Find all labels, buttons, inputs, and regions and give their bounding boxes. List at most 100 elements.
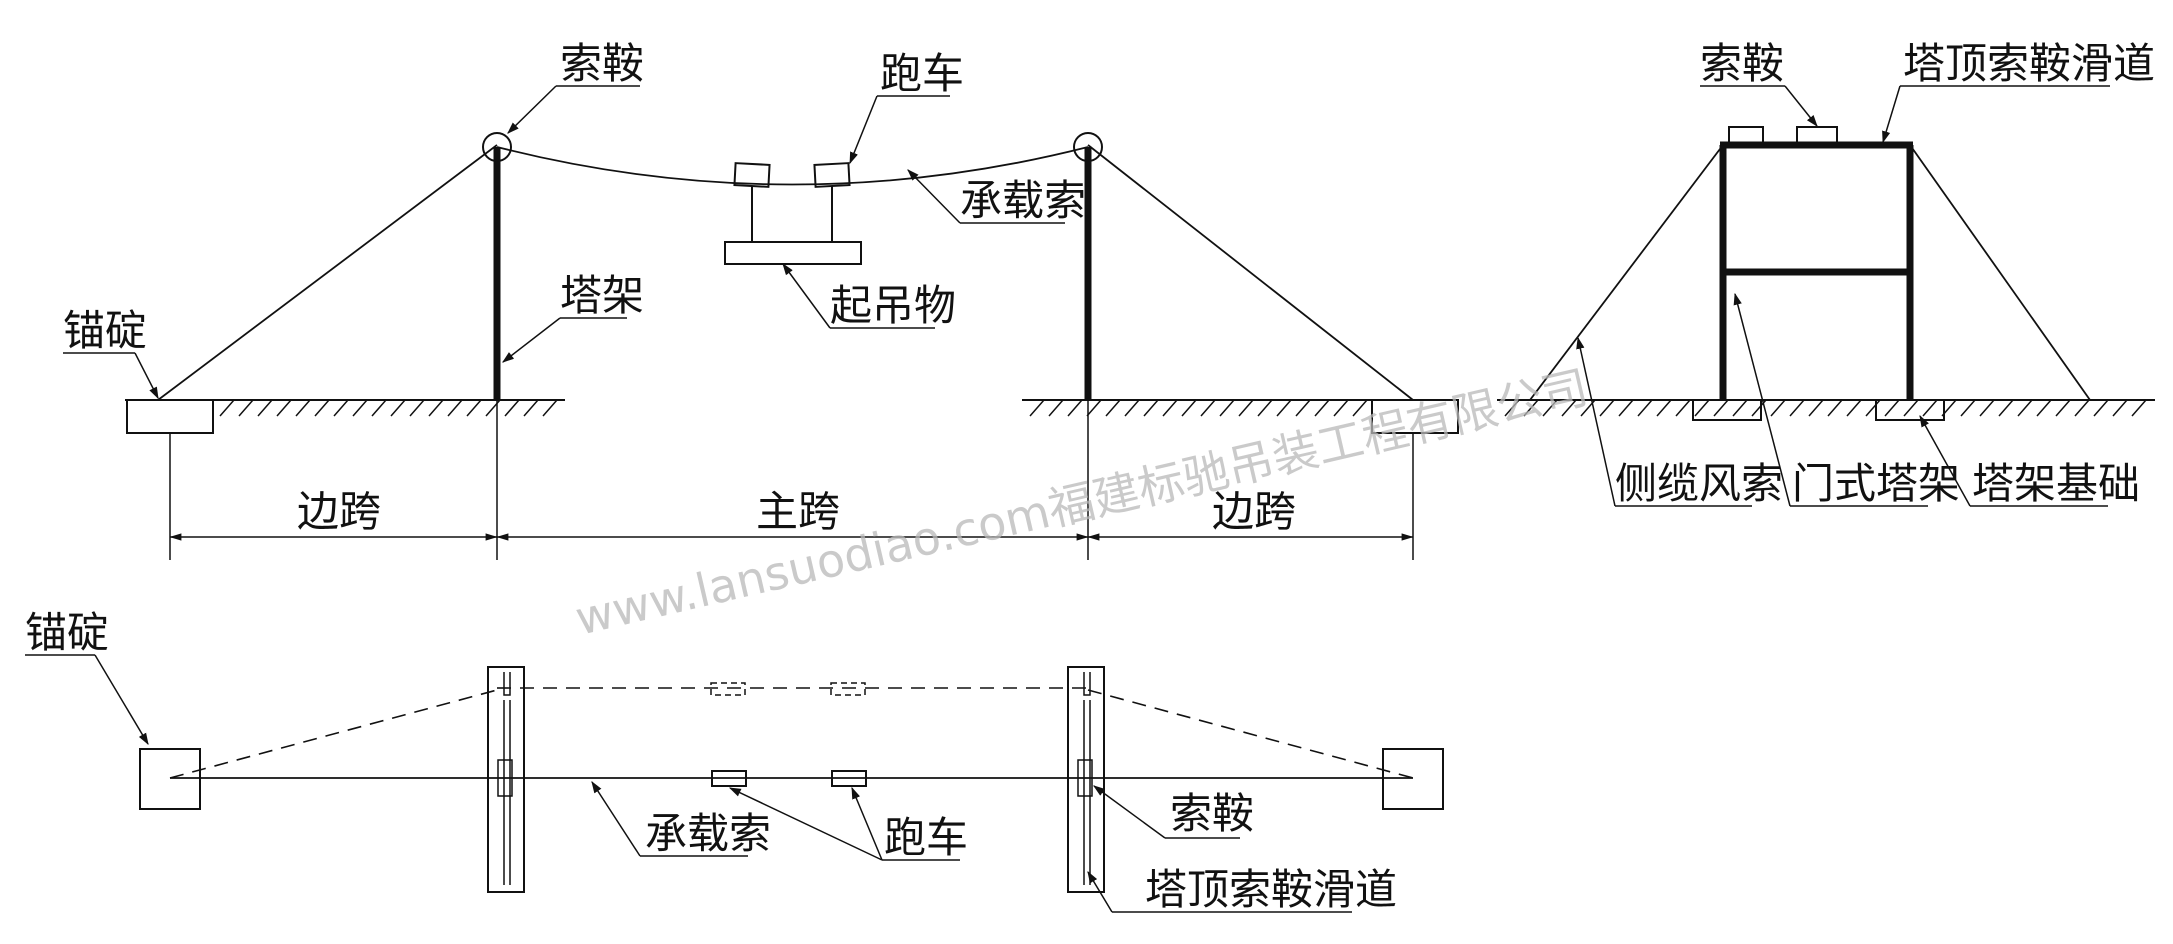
ground-hatch-mark bbox=[1789, 399, 1805, 417]
ground-hatch-mark bbox=[2112, 399, 2128, 417]
ground-hatch-mark bbox=[1637, 399, 1653, 417]
label-saddle-plan: 索鞍 bbox=[1170, 789, 1254, 838]
ground-hatch-mark bbox=[1181, 399, 1197, 417]
label-bearing-cable-elevation: 承载索 bbox=[960, 176, 1086, 225]
ground-hatch-mark bbox=[1922, 399, 1938, 417]
label-saddle-slide-plan: 塔顶索鞍滑道 bbox=[1145, 865, 1397, 914]
trolley-right bbox=[813, 162, 851, 188]
ground-hatch-mark bbox=[1238, 399, 1254, 417]
plan-trolley-left bbox=[711, 770, 747, 787]
bearing-cable bbox=[496, 146, 1089, 186]
ground-hatch-mark bbox=[295, 399, 311, 417]
ground-hatch-mark bbox=[1979, 399, 1995, 417]
saddle-circle-left bbox=[482, 132, 512, 162]
ground-hatch-mark bbox=[1998, 399, 2014, 417]
ground-hatch-mark bbox=[1333, 399, 1349, 417]
ground-hatch-mark bbox=[352, 399, 368, 417]
ground-hatch-mark bbox=[1257, 399, 1273, 417]
ground-hatch-mark bbox=[314, 399, 330, 417]
ground-left bbox=[125, 399, 565, 417]
label-load-elevation: 起吊物 bbox=[830, 281, 956, 330]
ground-hatch-mark bbox=[2093, 399, 2109, 417]
ground-hatch-mark bbox=[1903, 399, 1919, 417]
ground-hatch-mark bbox=[1314, 399, 1330, 417]
ground-right bbox=[1022, 399, 1455, 417]
ground-hatch-mark bbox=[1086, 399, 1102, 417]
ground-hatch-mark bbox=[1143, 399, 1159, 417]
label-portal-tower-side: 门式塔架 bbox=[1792, 459, 1960, 508]
ground-hatch-mark bbox=[1675, 399, 1691, 417]
ground-hatch-mark bbox=[1162, 399, 1178, 417]
ground-hatch-mark bbox=[409, 399, 425, 417]
ground-hatch-mark bbox=[1048, 399, 1064, 417]
ground-hatch-mark bbox=[542, 399, 558, 417]
plan-view: 锚碇 承载索 跑车 索鞍 塔顶索鞍滑道 bbox=[25, 608, 1444, 914]
ground-hatch-mark bbox=[428, 399, 444, 417]
label-foundation-side: 塔架基础 bbox=[1972, 459, 2140, 508]
ground-hatch-mark bbox=[2131, 399, 2147, 417]
saddle-circle-right bbox=[1073, 132, 1103, 162]
side-view: 索鞍 塔顶索鞍滑道 侧缆风索 门式塔架 塔架基础 bbox=[1497, 39, 2155, 508]
backstay-left bbox=[157, 144, 498, 401]
ground-hatch-mark bbox=[1029, 399, 1045, 417]
label-trolley-plan: 跑车 bbox=[884, 813, 968, 862]
ground-hatch-mark bbox=[523, 399, 539, 417]
label-bearing-cable-plan: 承载索 bbox=[645, 809, 771, 858]
ground-hatch-mark bbox=[1352, 399, 1368, 417]
label-trolley-elevation: 跑车 bbox=[880, 49, 964, 98]
label-saddle-elevation: 索鞍 bbox=[560, 39, 644, 88]
plan-dashed-projection bbox=[169, 687, 1414, 779]
ground-hatch-mark bbox=[2055, 399, 2071, 417]
ground-hatch-mark bbox=[1827, 399, 1843, 417]
ground-hatch-mark bbox=[1884, 399, 1900, 417]
ground-hatch-mark bbox=[2017, 399, 2033, 417]
ground-hatch-mark bbox=[257, 399, 273, 417]
ground-hatch-mark bbox=[333, 399, 349, 417]
label-main-span: 主跨 bbox=[756, 487, 840, 536]
ground-hatch-mark bbox=[1105, 399, 1121, 417]
ground-hatch-mark bbox=[1295, 399, 1311, 417]
ground-hatch-mark bbox=[1808, 399, 1824, 417]
ground-hatch-mark bbox=[219, 399, 235, 417]
ground-hatch-mark bbox=[2036, 399, 2052, 417]
ground-hatch-mark bbox=[447, 399, 463, 417]
plan-dashed-trolleys bbox=[710, 682, 866, 696]
ground-hatch-mark bbox=[1713, 399, 1729, 417]
backstay-right bbox=[1087, 144, 1414, 401]
plan-trolley-right bbox=[831, 770, 867, 787]
side-guy-rope-left bbox=[1529, 144, 1724, 401]
ground-hatch-mark bbox=[1656, 399, 1672, 417]
label-side-span-right: 边跨 bbox=[1212, 487, 1296, 536]
plan-anchor-right bbox=[1382, 748, 1444, 810]
label-tower-elevation: 塔架 bbox=[560, 271, 644, 320]
tower-foundation-left bbox=[1692, 399, 1762, 421]
ground-hatch-mark bbox=[1846, 399, 1862, 417]
anchor-block-left bbox=[126, 399, 214, 434]
saddle-left-top bbox=[1728, 126, 1764, 146]
ground-hatch-mark bbox=[371, 399, 387, 417]
ground-hatch-mark bbox=[1124, 399, 1140, 417]
ground-hatch-mark bbox=[276, 399, 292, 417]
watermark-text: www.lansuodiao.com福建标驰吊装工程有限公司 bbox=[570, 360, 1593, 646]
ground-hatch-mark bbox=[1618, 399, 1634, 417]
lifted-load bbox=[724, 241, 862, 265]
ground-hatch-mark bbox=[1960, 399, 1976, 417]
ground-hatch-mark bbox=[466, 399, 482, 417]
label-anchor-elevation: 锚碇 bbox=[63, 306, 147, 355]
plan-anchor-left bbox=[139, 748, 201, 810]
ground-hatch-mark bbox=[1219, 399, 1235, 417]
ground-hatch-mark bbox=[1865, 399, 1881, 417]
ground-hatch-mark bbox=[1200, 399, 1216, 417]
ground-hatch-mark bbox=[485, 399, 501, 417]
ground-hatch-mark bbox=[1523, 399, 1539, 417]
trolley-load-assembly bbox=[724, 162, 862, 265]
elevation-view: 索鞍 跑车 承载索 塔架 起吊物 锚碇 边跨 主跨 边跨 bbox=[63, 39, 1459, 560]
trolley-left bbox=[733, 162, 771, 188]
label-guy-rope-side: 侧缆风索 bbox=[1615, 459, 1783, 508]
side-guy-rope-right bbox=[1909, 144, 2091, 401]
label-saddle-slide-side: 塔顶索鞍滑道 bbox=[1903, 39, 2155, 88]
ground-hatch-mark bbox=[2074, 399, 2090, 417]
label-saddle-side: 索鞍 bbox=[1700, 39, 1784, 88]
ground-hatch-mark bbox=[1067, 399, 1083, 417]
